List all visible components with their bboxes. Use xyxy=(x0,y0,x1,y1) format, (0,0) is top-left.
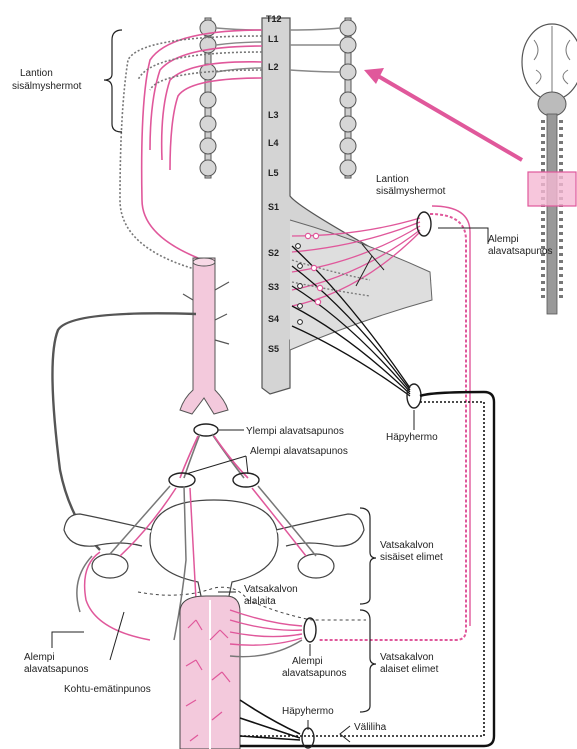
seg-l4: L4 xyxy=(268,138,279,148)
label-lower-hypo-mid-1: Alempi xyxy=(292,656,323,667)
label-peritoneal-lower-2: alaiset elimet xyxy=(380,664,439,675)
label-peritoneal-lower-1: Vatsakalvon xyxy=(380,652,434,663)
label-lumbar-left-2: sisälmyshermot xyxy=(12,81,82,92)
seg-s1: S1 xyxy=(268,202,279,212)
label-perineum: Väliliha xyxy=(354,722,387,733)
seg-t12: T12 xyxy=(266,14,282,24)
pointer-arrow xyxy=(364,68,522,160)
seg-l2: L2 xyxy=(268,62,279,72)
label-peritoneal-inner-1: Vatsakalvon xyxy=(380,540,434,551)
label-peritoneal-edge-2: alalaita xyxy=(244,596,276,607)
seg-s4: S4 xyxy=(268,314,279,324)
seg-l3: L3 xyxy=(268,110,279,120)
label-peritoneal-edge-1: Vatsakalvon xyxy=(244,584,298,595)
inferior-hypogastric-upper-right xyxy=(417,212,431,236)
label-lower-hypo-right-2: alavatsapunos xyxy=(488,246,553,257)
label-peritoneal-inner-2: sisäiset elimet xyxy=(380,552,443,563)
label-uterovaginal: Kohtu-emätinpunos xyxy=(64,684,151,695)
label-inferior-hypo-top: Alempi alavatsapunos xyxy=(250,446,348,457)
inferior-hypogastric-left xyxy=(169,473,195,487)
seg-l5: L5 xyxy=(268,168,279,178)
label-superior-hypo: Ylempi alavatsapunos xyxy=(246,426,344,437)
label-lumbar-right-2: sisälmyshermot xyxy=(376,186,446,197)
uterus xyxy=(64,500,364,610)
inferior-hypogastric-mid xyxy=(304,618,316,642)
label-pudendal-right: Häpyhermo xyxy=(386,432,438,443)
pink-loop-right-solid xyxy=(432,206,470,626)
label-lower-hypo-left-1: Alempi xyxy=(24,652,55,663)
label-lumbar-left-1: Lantion xyxy=(20,68,53,79)
lumbar-bracket-left xyxy=(104,30,122,132)
vagina xyxy=(180,596,240,749)
seg-s3: S3 xyxy=(268,282,279,292)
label-pudendal-bottom: Häpyhermo xyxy=(282,706,334,717)
hypogastric-nerves xyxy=(180,434,248,478)
label-lumbar-right-1: Lantion xyxy=(376,174,409,185)
superior-hypogastric-plexus xyxy=(194,424,218,436)
seg-s2: S2 xyxy=(268,248,279,258)
lower-pelvic-nerves xyxy=(230,610,302,657)
label-lower-hypo-left-2: alavatsapunos xyxy=(24,664,89,675)
seg-l1: L1 xyxy=(268,34,279,44)
brain-spinal-thumbnail xyxy=(522,24,577,314)
sympathetic-chain-left xyxy=(200,18,216,178)
seg-s5: S5 xyxy=(268,344,279,354)
aorta xyxy=(180,258,229,414)
bracket-lower-organs xyxy=(360,610,376,712)
label-lower-hypo-right-1: Alempi xyxy=(488,234,519,245)
lumbar-splanchnic-nerves xyxy=(120,30,262,270)
sympathetic-chain-right xyxy=(340,18,356,178)
label-lower-hypo-mid-2: alavatsapunos xyxy=(282,668,347,679)
